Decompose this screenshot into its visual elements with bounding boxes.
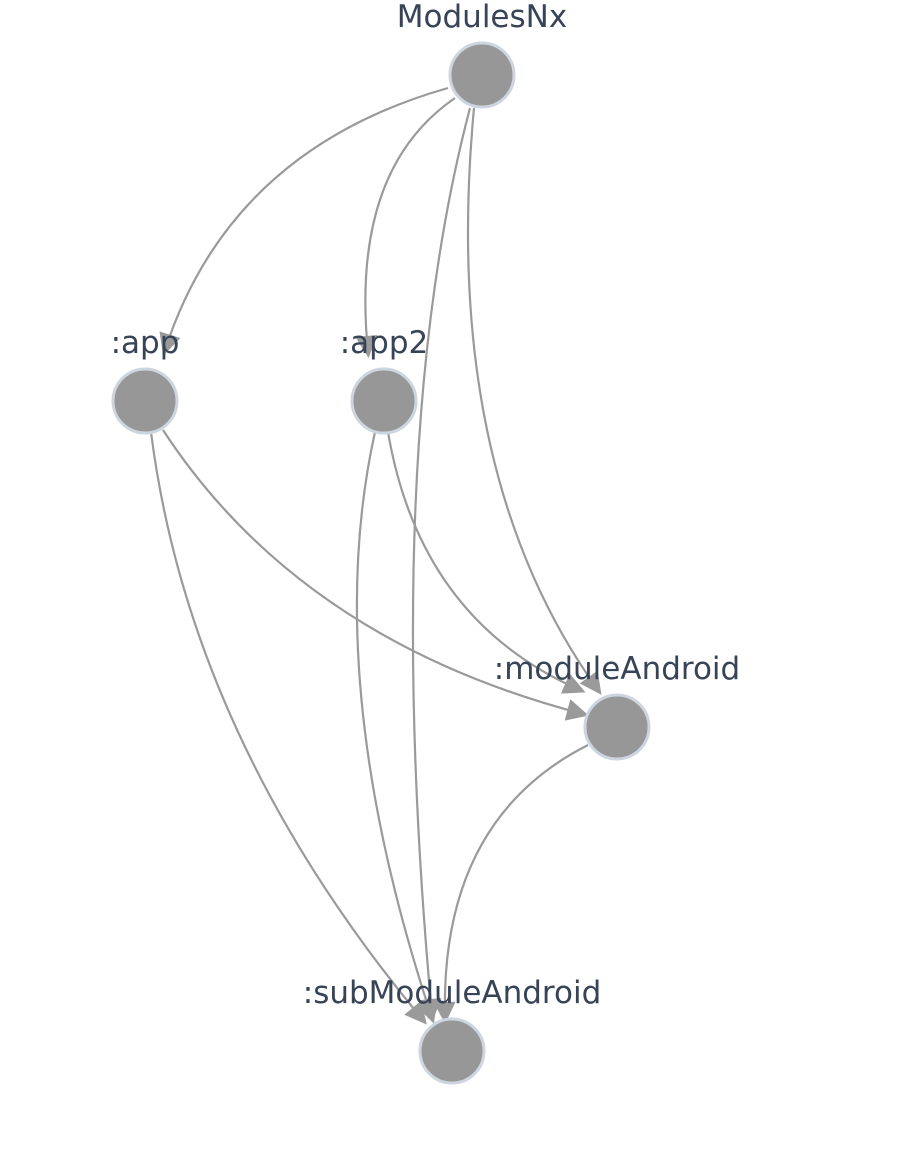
node-label-moduleandroid: :moduleAndroid [494, 651, 740, 687]
edge-modulesnx-to-app2 [364, 97, 456, 353]
node-circle-app2[interactable] [350, 367, 418, 435]
node-label-app2: :app2 [340, 325, 429, 361]
node-moduleandroid[interactable]: :moduleAndroid [494, 651, 740, 761]
arrowhead-modulesnx-to-app [159, 331, 181, 356]
edge-modulesnx-to-app [163, 86, 449, 351]
edges-layer [149, 86, 602, 1025]
edge-app2-to-submoduleandroid [355, 431, 434, 1019]
node-label-modulesnx: ModulesNx [397, 0, 567, 35]
nodes-layer: ModulesNx :app :app2 :moduleAndroid :subModu… [111, 0, 740, 1085]
edge-app2-to-moduleandroid [386, 431, 581, 692]
node-modulesnx[interactable]: ModulesNx [397, 0, 567, 109]
node-submoduleandroid[interactable]: :subModuleAndroid [303, 975, 602, 1085]
edge-modulesnx-to-submoduleandroid [411, 107, 472, 1016]
node-circle-submoduleandroid[interactable] [418, 1017, 486, 1085]
node-circle-moduleandroid[interactable] [583, 693, 651, 761]
node-app2[interactable]: :app2 [340, 325, 429, 435]
arrowhead-app2-to-moduleandroid [560, 673, 586, 694]
arrowhead-app2-to-submoduleandroid [416, 999, 438, 1024]
edge-moduleandroid-to-submoduleandroid [443, 744, 589, 1019]
node-circle-modulesnx[interactable] [448, 41, 516, 109]
arrowhead-moduleandroid-to-submoduleandroid [433, 1001, 456, 1024]
node-circle-app[interactable] [111, 367, 179, 435]
edge-app-to-moduleandroid [162, 429, 584, 716]
node-label-submoduleandroid: :subModuleAndroid [303, 975, 602, 1011]
arrowhead-app-to-moduleandroid [564, 699, 589, 721]
arrowhead-modulesnx-to-app2 [355, 334, 378, 358]
edge-modulesnx-to-moduleandroid [466, 107, 599, 691]
edge-app-to-submoduleandroid [149, 431, 424, 1021]
node-label-app: :app [111, 325, 180, 361]
arrowhead-modulesnx-to-moduleandroid [579, 670, 602, 695]
node-app[interactable]: :app [111, 325, 180, 435]
